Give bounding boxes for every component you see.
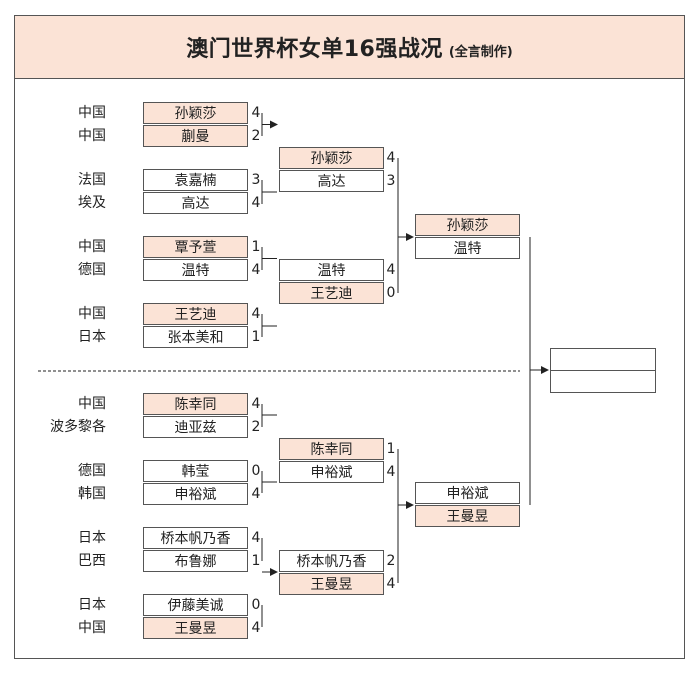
player-country: 中国 — [78, 396, 106, 412]
player-name: 温特 — [143, 259, 248, 281]
player-country: 中国 — [78, 620, 106, 636]
player-score: 2 — [251, 419, 261, 435]
player-score: 4 — [251, 530, 261, 546]
player-country: 中国 — [78, 128, 106, 144]
player-name: 袁嘉楠 — [143, 169, 248, 191]
player-country: 中国 — [78, 105, 106, 121]
player-country: 日本 — [78, 530, 106, 546]
page-subtitle: (全言制作) — [448, 44, 513, 60]
player-name: 伊藤美诚 — [143, 594, 248, 616]
player-score: 4 — [251, 396, 261, 412]
qf-player-score: 4 — [386, 262, 396, 278]
player-name: 桥本帆乃香 — [143, 527, 248, 549]
player-name: 申裕斌 — [143, 483, 248, 505]
qf-player-score: 3 — [386, 173, 396, 189]
player-country: 波多黎各 — [50, 419, 106, 435]
player-name: 陈幸同 — [143, 393, 248, 415]
sf-player-name: 温特 — [415, 237, 520, 259]
player-score: 2 — [251, 128, 261, 144]
qf-player-score: 1 — [386, 441, 396, 457]
final-slot — [551, 349, 655, 371]
player-score: 1 — [251, 329, 261, 345]
player-name: 孙颖莎 — [143, 102, 248, 124]
header: 澳门世界杯女单16强战况 (全言制作) — [14, 15, 685, 79]
player-score: 1 — [251, 553, 261, 569]
qf-player-name: 桥本帆乃香 — [279, 550, 384, 572]
player-country: 法国 — [78, 172, 106, 188]
player-country: 中国 — [78, 239, 106, 255]
player-country: 埃及 — [78, 195, 106, 211]
player-country: 日本 — [78, 597, 106, 613]
player-score: 4 — [251, 262, 261, 278]
connector — [261, 404, 277, 427]
player-name: 高达 — [143, 192, 248, 214]
player-country: 德国 — [78, 463, 106, 479]
player-country: 日本 — [78, 329, 106, 345]
player-score: 3 — [251, 172, 261, 188]
player-name: 张本美和 — [143, 326, 248, 348]
player-country: 中国 — [78, 306, 106, 322]
player-country: 德国 — [78, 262, 106, 278]
player-score: 4 — [251, 620, 261, 636]
player-country: 韩国 — [78, 486, 106, 502]
player-name: 覃予萱 — [143, 236, 248, 258]
qf-player-name: 王艺迪 — [279, 282, 384, 304]
qf-player-score: 2 — [386, 553, 396, 569]
qf-player-score: 4 — [386, 576, 396, 592]
sf-player-name: 王曼昱 — [415, 505, 520, 527]
player-score: 1 — [251, 239, 261, 255]
page-title: 澳门世界杯女单16强战况 — [186, 37, 443, 62]
player-name: 蒯曼 — [143, 125, 248, 147]
player-name: 韩莹 — [143, 460, 248, 482]
qf-player-score: 4 — [386, 464, 396, 480]
final-box — [550, 348, 656, 393]
connector — [261, 247, 277, 270]
connector — [397, 158, 413, 237]
final-slot — [551, 371, 655, 393]
player-score: 4 — [251, 105, 261, 121]
qf-player-score: 4 — [386, 150, 396, 166]
player-name: 王艺迪 — [143, 303, 248, 325]
player-score: 4 — [251, 195, 261, 211]
player-name: 迪亚兹 — [143, 416, 248, 438]
player-score: 0 — [251, 463, 261, 479]
qf-player-name: 王曼昱 — [279, 573, 384, 595]
player-score: 4 — [251, 306, 261, 322]
connector — [261, 314, 277, 337]
qf-player-name: 高达 — [279, 170, 384, 192]
connector — [261, 180, 277, 204]
player-name: 王曼昱 — [143, 617, 248, 639]
sf-player-name: 申裕斌 — [415, 482, 520, 504]
connector — [261, 113, 277, 136]
connector — [261, 471, 277, 493]
player-score: 4 — [251, 486, 261, 502]
connector — [397, 449, 413, 583]
qf-player-score: 0 — [386, 285, 396, 301]
sf-player-name: 孙颖莎 — [415, 214, 520, 236]
qf-player-name: 温特 — [279, 259, 384, 281]
qf-player-name: 申裕斌 — [279, 461, 384, 483]
qf-player-name: 陈幸同 — [279, 438, 384, 460]
player-score: 0 — [251, 597, 261, 613]
qf-player-name: 孙颖莎 — [279, 147, 384, 169]
player-country: 巴西 — [78, 553, 106, 569]
connector — [261, 538, 277, 572]
connector — [529, 237, 548, 370]
player-name: 布鲁娜 — [143, 550, 248, 572]
